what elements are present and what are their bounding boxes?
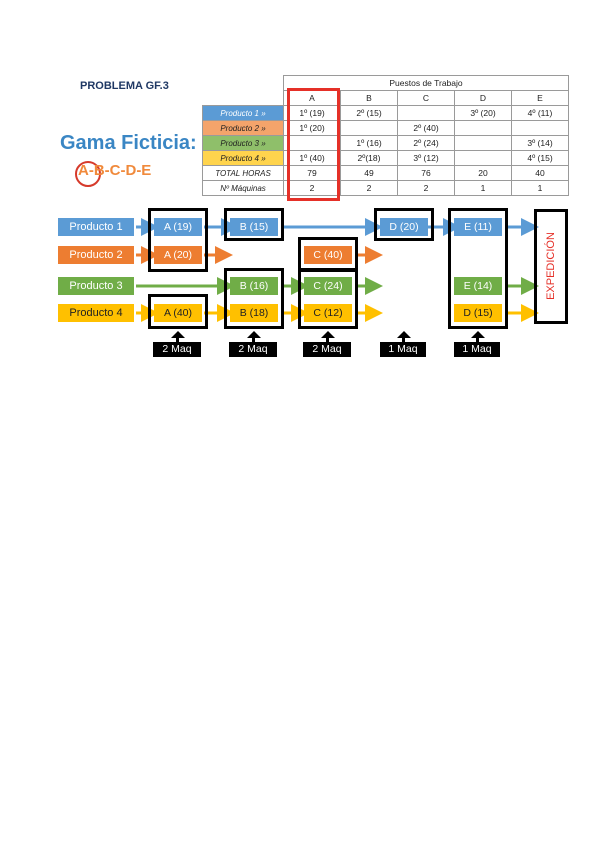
station-d-group [374, 208, 434, 241]
product-1-label: Producto 1 [58, 218, 134, 236]
row-label: Producto 4 » [202, 150, 284, 166]
machine-box-p4-d: D (15) [454, 304, 502, 322]
arrow-stem [402, 337, 405, 342]
table-cell: 1 [511, 180, 569, 196]
maq-label-b: 2 Maq [229, 342, 277, 357]
arrow-up-icon [247, 331, 261, 338]
arrow-stem [476, 337, 479, 342]
arrow-stem [176, 337, 179, 342]
station-a-group-1 [148, 208, 208, 272]
expedicion-box [534, 209, 568, 324]
table-row: Producto 4 » 1º (40) 2º(18) 3º (12) 4º (… [202, 150, 569, 166]
arrow-stem [252, 337, 255, 342]
table-cell: 2 [397, 180, 455, 196]
workstation-table: Puestos de Trabajo A B C D E Producto 1 … [202, 75, 569, 196]
table-cell: 1 [454, 180, 512, 196]
machine-box-p4-a: A (40) [154, 304, 202, 322]
machine-box-p1-d: D (20) [380, 218, 428, 236]
arrow-up-icon [397, 331, 411, 338]
column-a-highlight [287, 88, 340, 201]
maq-label-c: 2 Maq [303, 342, 351, 357]
row-label: Producto 2 » [202, 120, 284, 136]
product-3-label: Producto 3 [58, 277, 134, 295]
product-4-label: Producto 4 [58, 304, 134, 322]
machine-box-p3-b: B (16) [230, 277, 278, 295]
table-row: Producto 1 » 1º (19) 2º (15) 3º (20) 4º … [202, 105, 569, 121]
expedicion-label: EXPEDICIÓN [545, 232, 557, 300]
station-a-group-2 [148, 294, 208, 329]
machine-box-p2-a: A (20) [154, 246, 202, 264]
machine-box-p3-c: C (24) [304, 277, 352, 295]
station-b-group-1 [224, 208, 284, 241]
arrow-up-icon [471, 331, 485, 338]
product-2-label: Producto 2 [58, 246, 134, 264]
maq-label-e: 1 Maq [454, 342, 500, 357]
gama-circle-a [75, 161, 101, 187]
machine-box-p1-e: E (11) [454, 218, 502, 236]
machine-box-p4-b: B (18) [230, 304, 278, 322]
table-cell: 4º (11) [511, 105, 569, 121]
arrow-up-icon [171, 331, 185, 338]
station-c-group-2 [298, 268, 358, 329]
problem-title: PROBLEMA GF.3 [80, 80, 169, 92]
gama-sequence: A-B-C-D-E [78, 162, 152, 179]
row-label: Producto 3 » [202, 135, 284, 151]
maq-label-d: 1 Maq [380, 342, 426, 357]
station-e-group [448, 208, 508, 329]
arrow-stem [326, 337, 329, 342]
machine-box-p3-e: E (14) [454, 277, 502, 295]
gama-title: Gama Ficticia: [60, 132, 197, 154]
maq-label-a: 2 Maq [153, 342, 201, 357]
station-b-group-2 [224, 268, 284, 329]
machine-box-p1-b: B (15) [230, 218, 278, 236]
machine-box-p1-a: A (19) [154, 218, 202, 236]
table-row: Producto 2 » 1º (20) 2º (40) [202, 120, 569, 136]
machine-box-p4-c: C (12) [304, 304, 352, 322]
machine-box-p2-c: C (40) [304, 246, 352, 264]
arrow-up-icon [321, 331, 335, 338]
table-row: Nº Máquinas 2 2 2 1 1 [202, 180, 569, 196]
table-row: Producto 3 » 1º (16) 2º (24) 3º (14) [202, 135, 569, 151]
row-label: Producto 1 » [202, 105, 284, 121]
